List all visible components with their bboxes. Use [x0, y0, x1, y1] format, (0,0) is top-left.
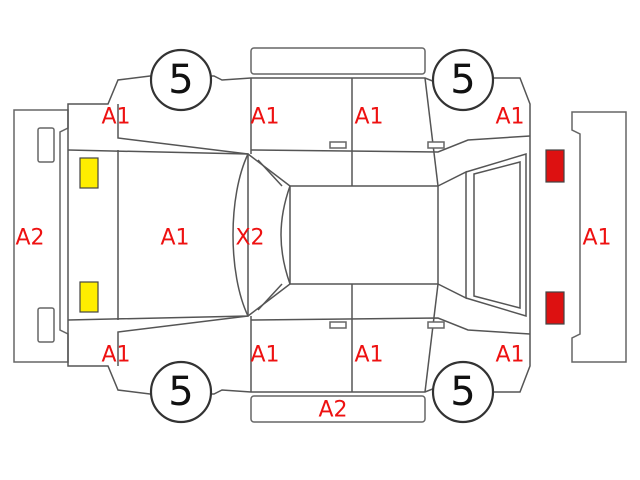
taillight-right-bottom [545, 291, 565, 325]
tire-rear-left: 5 [431, 48, 495, 112]
rear-bumper [571, 111, 627, 363]
tire-rear-right: 5 [431, 360, 495, 424]
tire-front-right-label: 5 [168, 369, 193, 415]
code-hood: A1 [160, 226, 189, 251]
code-rear-bumper: A1 [582, 226, 611, 251]
tire-rear-left-label: 5 [450, 57, 475, 103]
bottom-sill-panel [250, 395, 426, 423]
code-rear-right-quarter: A1 [495, 343, 524, 368]
code-rear-left-quarter: A1 [495, 105, 524, 130]
tire-front-left-label: 5 [168, 57, 193, 103]
top-sill-panel [250, 47, 426, 75]
code-front-left-fender: A1 [101, 105, 130, 130]
tire-front-left: 5 [149, 48, 213, 112]
taillight-right-top [545, 149, 565, 183]
code-rear-door-left: A1 [354, 105, 383, 130]
car-body-outline [67, 75, 531, 395]
code-front-right-fender: A1 [101, 343, 130, 368]
code-front-bumper: A2 [15, 226, 44, 251]
code-windshield: X2 [235, 226, 264, 251]
code-rear-door-right: A1 [354, 343, 383, 368]
front-bumper [13, 109, 69, 363]
tire-rear-right-label: 5 [450, 369, 475, 415]
code-front-door-right: A1 [250, 343, 279, 368]
tire-front-right: 5 [149, 360, 213, 424]
headlight-left-bottom [79, 281, 99, 313]
code-front-door-left: A1 [250, 105, 279, 130]
code-right-side-sill: A2 [318, 398, 347, 423]
headlight-left-top [79, 157, 99, 189]
